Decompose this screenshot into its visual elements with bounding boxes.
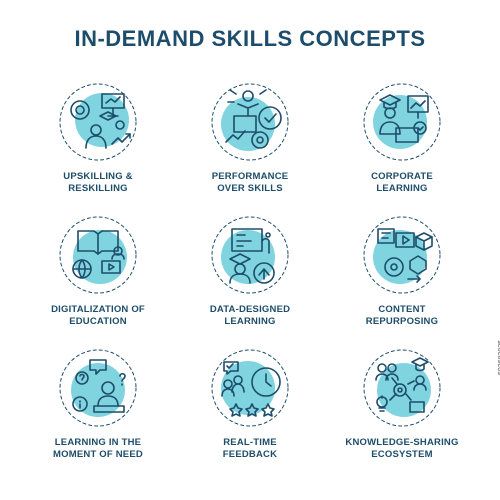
concept-card: CONTENT REPURPOSING	[326, 209, 478, 342]
corporate-learning-icon	[360, 80, 444, 164]
page-title: IN-DEMAND SKILLS CONCEPTS	[74, 26, 426, 51]
concept-label: UPSKILLING & RESKILLING	[63, 171, 133, 194]
concept-card: LEARNING IN THE MOMENT OF NEED	[22, 342, 174, 475]
concept-label: CORPORATE LEARNING	[371, 171, 433, 194]
learning-in-moment-of-need-icon	[56, 346, 140, 430]
data-designed-learning-icon	[208, 213, 292, 297]
knowledge-sharing-ecosystem-icon	[360, 346, 444, 430]
digitalization-of-education-icon	[56, 213, 140, 297]
concept-label: KNOWLEDGE-SHARING ECOSYSTEM	[345, 437, 459, 460]
concept-label: DIGITALIZATION OF EDUCATION	[51, 304, 145, 327]
concept-card: KNOWLEDGE-SHARING ECOSYSTEM	[326, 342, 478, 475]
concept-card: DATA-DESIGNED LEARNING	[174, 209, 326, 342]
concept-card: REAL-TIME FEEDBACK	[174, 342, 326, 475]
concept-label: CONTENT REPURPOSING	[365, 304, 439, 327]
content-repurposing-icon	[360, 213, 444, 297]
concept-label: PERFORMANCE OVER SKILLS	[211, 171, 289, 194]
icon-grid: UPSKILLING & RESKILLING PERFORMANCE OVER…	[22, 76, 478, 476]
concept-label: LEARNING IN THE MOMENT OF NEED	[53, 437, 143, 460]
concept-label: REAL-TIME FEEDBACK	[222, 437, 278, 460]
concept-label: DATA-DESIGNED LEARNING	[209, 304, 291, 327]
real-time-feedback-icon	[208, 346, 292, 430]
concept-card: DIGITALIZATION OF EDUCATION	[22, 209, 174, 342]
concept-card: UPSKILLING & RESKILLING	[22, 76, 174, 209]
concept-card: CORPORATE LEARNING	[326, 76, 478, 209]
concept-card: PERFORMANCE OVER SKILLS	[174, 76, 326, 209]
performance-over-skills-icon	[208, 80, 292, 164]
upskilling-reskilling-icon	[56, 80, 140, 164]
